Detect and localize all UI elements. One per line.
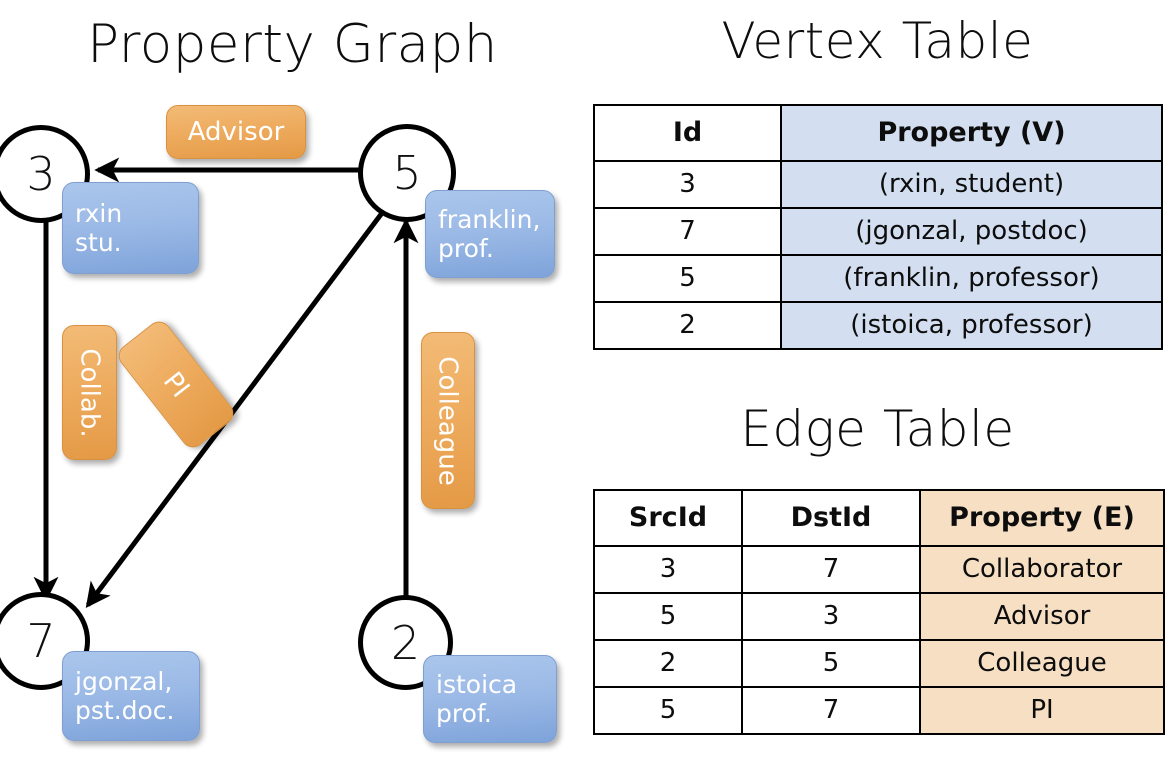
edge-row-0-property: Collaborator [919, 545, 1165, 594]
table-row: 3 (rxin, student) [593, 160, 1163, 209]
node-5-property-line-2: prof. [438, 234, 494, 263]
edge-row-2-property: Colleague [919, 639, 1165, 688]
graph-node-5-label: 5 [392, 146, 422, 200]
vertex-row-3-property: (istoica, professor) [780, 301, 1163, 350]
edge-table: SrcId DstId Property (E) 3 7 Collaborato… [593, 489, 1165, 735]
edge-label-colleague-text: Colleague [433, 355, 464, 486]
page-title-property-graph: Property Graph [87, 14, 498, 75]
graph-node-3-property-box: rxin stu. [62, 182, 199, 274]
node-3-property-line-1: rxin [75, 198, 123, 228]
vertex-row-2-id: 5 [593, 254, 782, 303]
edge-label-advisor: Advisor [166, 105, 306, 159]
edge-label-collab-text: Collab. [74, 347, 105, 438]
table-row: 2 (istoica, professor) [593, 301, 1163, 350]
vertex-row-0-id: 3 [593, 160, 782, 209]
vertex-row-1-property: (jgonzal, postdoc) [780, 207, 1163, 256]
page-title-edge-table: Edge Table [740, 400, 1015, 458]
edge-table-header-property: Property (E) [919, 489, 1165, 547]
edge-row-3-dst: 7 [741, 686, 921, 735]
vertex-table: Id Property (V) 3 (rxin, student) 7 (jgo… [593, 104, 1163, 350]
edge-table-header-srcid: SrcId [593, 489, 743, 547]
graph-node-3-label: 3 [26, 147, 56, 201]
table-row: 5 7 PI [593, 686, 1165, 735]
edge-table-header-row: SrcId DstId Property (E) [593, 489, 1165, 547]
graph-node-7-property-box: jgonzal, pst.doc. [62, 651, 200, 741]
graph-node-2-property-box: istoica prof. [423, 655, 557, 743]
edge-row-1-src: 5 [593, 592, 743, 641]
page-title-vertex-table: Vertex Table [721, 12, 1034, 70]
edge-5-to-7 [85, 203, 390, 608]
edge-row-3-src: 5 [593, 686, 743, 735]
edge-row-0-dst: 7 [741, 545, 921, 594]
edge-label-collab: Collab. [62, 325, 117, 460]
edge-label-advisor-text: Advisor [187, 116, 285, 147]
table-row: 3 7 Collaborator [593, 545, 1165, 594]
table-row: 5 (franklin, professor) [593, 254, 1163, 303]
vertex-table-header-id: Id [593, 104, 782, 162]
graph-node-5-property-box: franklin, prof. [425, 190, 555, 278]
edge-label-pi-text: PI [156, 366, 196, 403]
edge-row-0-src: 3 [593, 545, 743, 594]
property-graph-diagram: 3 rxin stu. 5 franklin, prof. 7 jgonzal,… [0, 105, 557, 743]
node-2-property-line-2: prof. [436, 699, 492, 728]
edge-label-colleague: Colleague [421, 332, 475, 509]
node-2-property-line-1: istoica [436, 669, 518, 699]
node-3-property-line-2: stu. [75, 228, 122, 257]
vertex-row-1-id: 7 [593, 207, 782, 256]
graph-edges-layer [33, 157, 419, 608]
node-5-property-line-1: franklin, [438, 204, 541, 234]
node-7-property-line-2: pst.doc. [75, 696, 175, 725]
edge-row-3-property: PI [919, 686, 1165, 735]
table-row: 2 5 Colleague [593, 639, 1165, 688]
vertex-row-3-id: 2 [593, 301, 782, 350]
edge-row-2-dst: 5 [741, 639, 921, 688]
table-row: 7 (jgonzal, postdoc) [593, 207, 1163, 256]
graph-node-7-label: 7 [26, 614, 56, 668]
graph-node-2-label: 2 [390, 615, 421, 670]
edge-table-header-dstid: DstId [741, 489, 921, 547]
vertex-row-2-property: (franklin, professor) [780, 254, 1163, 303]
vertex-table-header-property: Property (V) [780, 104, 1163, 162]
vertex-table-header-row: Id Property (V) [593, 104, 1163, 162]
vertex-row-0-property: (rxin, student) [780, 160, 1163, 209]
table-row: 5 3 Advisor [593, 592, 1165, 641]
edge-row-2-src: 2 [593, 639, 743, 688]
edge-row-1-dst: 3 [741, 592, 921, 641]
edge-row-1-property: Advisor [919, 592, 1165, 641]
node-7-property-line-1: jgonzal, [75, 666, 173, 696]
